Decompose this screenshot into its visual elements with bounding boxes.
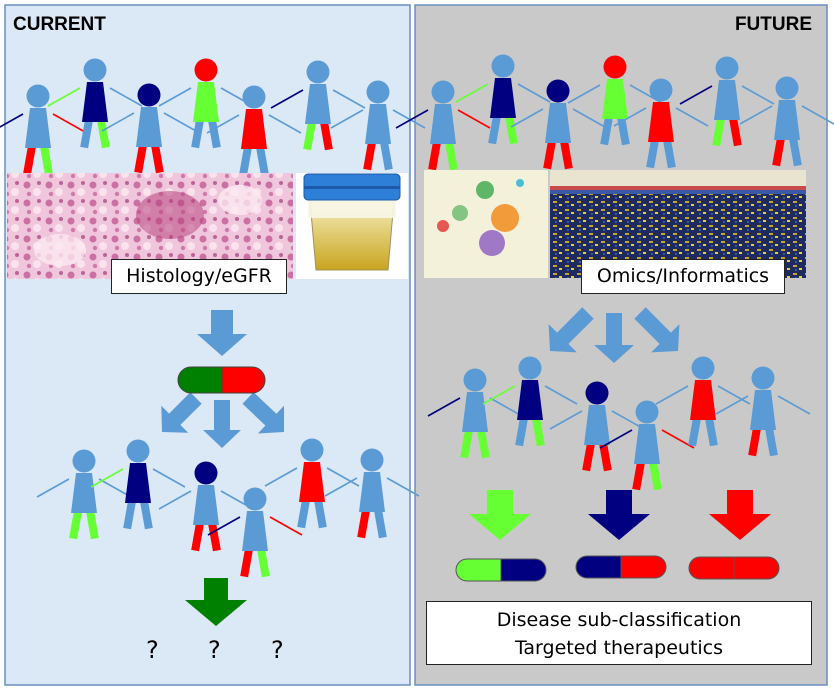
person-figure bbox=[655, 356, 751, 447]
flow-arrow bbox=[161, 392, 202, 433]
person-figure bbox=[158, 461, 254, 552]
flow-arrow bbox=[634, 307, 680, 353]
person-figure bbox=[510, 79, 606, 170]
urine-sample-image bbox=[296, 173, 408, 279]
future-title: FUTURE bbox=[734, 14, 812, 35]
person-figure bbox=[739, 76, 834, 167]
histology-egfr-label: Histology/eGFR bbox=[111, 259, 287, 294]
unknown-outcome-mark: ? bbox=[208, 636, 221, 664]
person-figure bbox=[482, 356, 578, 447]
flow-arrow bbox=[548, 307, 594, 353]
person-figure bbox=[206, 85, 302, 176]
treatment-pill bbox=[688, 556, 780, 580]
flow-arrow bbox=[242, 392, 284, 434]
treatment-pill bbox=[455, 558, 547, 582]
person-figure bbox=[599, 400, 695, 491]
treatment-pill-current bbox=[177, 366, 266, 394]
flow-arrow bbox=[709, 490, 771, 540]
flow-arrow bbox=[588, 490, 650, 540]
person-figure bbox=[715, 366, 811, 457]
unknown-outcome-mark: ? bbox=[146, 636, 159, 664]
person-figure bbox=[207, 487, 303, 578]
current-title: CURRENT bbox=[13, 14, 106, 35]
person-figure bbox=[90, 439, 186, 530]
outcome-line-subclassification: Disease sub-classification bbox=[496, 609, 742, 631]
people-layer bbox=[0, 54, 834, 578]
outcome-box: Disease sub-classification Targeted ther… bbox=[426, 601, 812, 665]
flow-arrow bbox=[469, 490, 531, 540]
person-figure bbox=[47, 58, 143, 149]
person-figure bbox=[36, 449, 132, 540]
person-figure bbox=[324, 448, 420, 539]
omics-informatics-label: Omics/Informatics bbox=[581, 259, 785, 294]
arrows-layer bbox=[161, 307, 771, 626]
person-figure bbox=[330, 80, 426, 171]
flow-arrow bbox=[197, 310, 247, 356]
person-figure bbox=[264, 438, 360, 529]
person-figure bbox=[455, 54, 551, 145]
unknown-outcome-mark: ? bbox=[271, 636, 284, 664]
flow-arrow bbox=[594, 313, 634, 363]
treatment-pill bbox=[575, 555, 667, 579]
person-figure bbox=[679, 56, 775, 147]
person-figure bbox=[549, 381, 645, 472]
person-figure bbox=[395, 80, 491, 171]
person-figure bbox=[101, 83, 197, 174]
person-figure bbox=[427, 368, 523, 459]
outcome-line-therapeutics: Targeted therapeutics bbox=[514, 637, 724, 659]
flow-arrow bbox=[203, 400, 241, 448]
capsules-layer bbox=[455, 555, 780, 582]
flow-arrow bbox=[185, 578, 247, 626]
person-figure bbox=[158, 58, 254, 149]
person-figure bbox=[0, 84, 86, 175]
omics-scatter-plot-image bbox=[424, 170, 548, 278]
person-figure bbox=[270, 60, 366, 151]
person-figure bbox=[613, 78, 709, 169]
